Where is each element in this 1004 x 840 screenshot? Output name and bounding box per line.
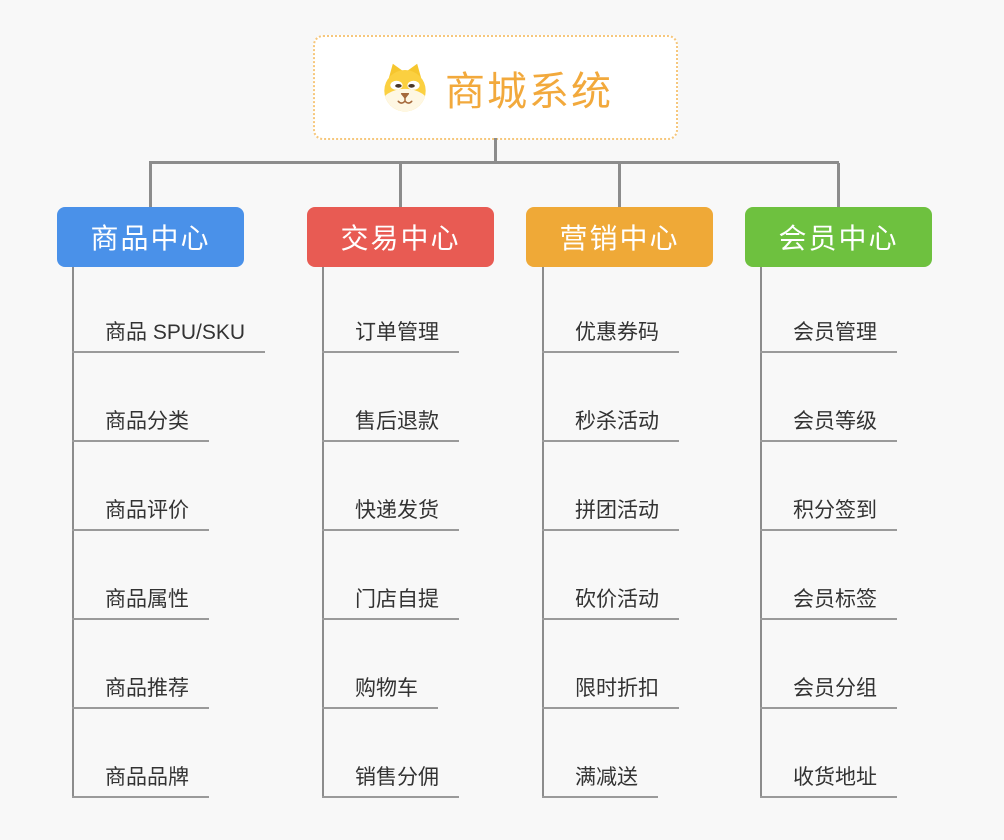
leaf-node[interactable]: 会员管理	[760, 313, 897, 353]
leaf-node[interactable]: 商品品牌	[72, 758, 209, 798]
leaf-node[interactable]: 砍价活动	[542, 580, 679, 620]
leaf-node[interactable]: 限时折扣	[542, 669, 679, 709]
branch-stub-line	[837, 163, 840, 207]
branch-stub-line	[618, 163, 621, 207]
branch-stub-line	[399, 163, 402, 207]
column-connector-line	[322, 267, 324, 798]
leaf-node[interactable]: 收货地址	[760, 758, 897, 798]
leaf-node[interactable]: 商品分类	[72, 402, 209, 442]
leaf-node[interactable]: 快递发货	[322, 491, 459, 531]
dog-mouth	[397, 99, 413, 104]
leaf-node[interactable]: 门店自提	[322, 580, 459, 620]
leaf-node[interactable]: 商品属性	[72, 580, 209, 620]
leaf-node[interactable]: 商品 SPU/SKU	[72, 313, 266, 353]
leaf-node[interactable]: 会员等级	[760, 402, 897, 442]
leaf-node[interactable]: 满减送	[542, 758, 658, 798]
leaf-node[interactable]: 积分签到	[760, 491, 897, 531]
leaf-node[interactable]: 会员标签	[760, 580, 897, 620]
leaf-node[interactable]: 购物车	[322, 669, 438, 709]
leaf-node[interactable]: 拼团活动	[542, 491, 679, 531]
horizontal-connector-line	[149, 161, 839, 164]
branch-node-0[interactable]: 商品中心	[57, 207, 244, 267]
leaf-node[interactable]: 商品推荐	[72, 669, 209, 709]
root-node[interactable]: 商城系统	[313, 35, 678, 140]
leaf-node[interactable]: 优惠券码	[542, 313, 679, 353]
branch-node-3[interactable]: 会员中心	[745, 207, 932, 267]
root-stub-line	[494, 138, 497, 164]
dog-nose	[400, 92, 410, 99]
branch-stub-line	[149, 163, 152, 207]
column-connector-line	[542, 267, 544, 798]
leaf-node[interactable]: 销售分佣	[322, 758, 459, 798]
branch-node-1[interactable]: 交易中心	[307, 207, 494, 267]
leaf-node[interactable]: 商品评价	[72, 491, 209, 531]
shiba-dog-icon	[384, 63, 426, 111]
leaf-node[interactable]: 订单管理	[322, 313, 459, 353]
leaf-node[interactable]: 秒杀活动	[542, 402, 679, 442]
leaf-node[interactable]: 会员分组	[760, 669, 897, 709]
root-title: 商城系统	[445, 69, 613, 114]
dog-muzzle	[384, 88, 426, 111]
leaf-node[interactable]: 售后退款	[322, 402, 459, 442]
column-connector-line	[72, 267, 74, 798]
column-connector-line	[760, 267, 762, 798]
branch-node-2[interactable]: 营销中心	[526, 207, 713, 267]
